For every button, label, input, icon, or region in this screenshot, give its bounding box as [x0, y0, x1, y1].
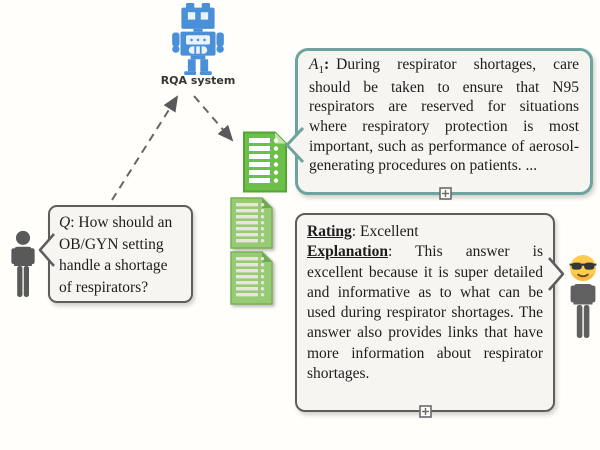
- document-icon: [230, 197, 273, 249]
- rating-bubble-pointer: [548, 257, 565, 291]
- answer-prefix: A: [309, 56, 319, 73]
- sunglasses-emoji-icon: [569, 255, 597, 281]
- question-prefix: Q: [59, 214, 71, 231]
- answer-prefix-sub: 1: [318, 64, 324, 77]
- document-icon: [230, 251, 273, 305]
- question-bubble-pointer: [38, 233, 55, 267]
- person-icon: [570, 284, 596, 338]
- document-list-icon: [243, 131, 287, 193]
- answer-bubble: A1:During respirator shortages, care sho…: [285, 48, 593, 200]
- robot-label: RQA system: [160, 74, 236, 87]
- explanation-text: : This answer is excellent because it is…: [307, 243, 543, 383]
- question-bubble: Q: How should an OB/GYN setting handle a…: [38, 205, 193, 303]
- arrow-question-to-robot: [111, 95, 179, 201]
- question-text: : How should an OB/GYN setting handle a …: [59, 214, 173, 297]
- answer-bubble-pointer: [285, 126, 305, 164]
- answer-colon: :: [323, 56, 330, 73]
- rating-value: : Excellent: [351, 223, 419, 240]
- expand-handle-icon: [439, 187, 452, 200]
- expand-handle-icon: [419, 405, 432, 418]
- explanation-label: Explanation: [307, 243, 388, 261]
- arrow-robot-to-documents: [193, 95, 234, 142]
- person-icon: [11, 230, 35, 297]
- rating-label: Rating: [307, 223, 352, 240]
- explanation-block: Explanation: This answer is excellent be…: [307, 242, 543, 384]
- answer-text: During respirator shortages, care should…: [309, 56, 579, 175]
- rating-line: Rating: Excellent: [307, 222, 543, 242]
- rating-bubble: Rating: Excellent Explanation: This answ…: [295, 213, 565, 418]
- robot-icon: [172, 3, 224, 75]
